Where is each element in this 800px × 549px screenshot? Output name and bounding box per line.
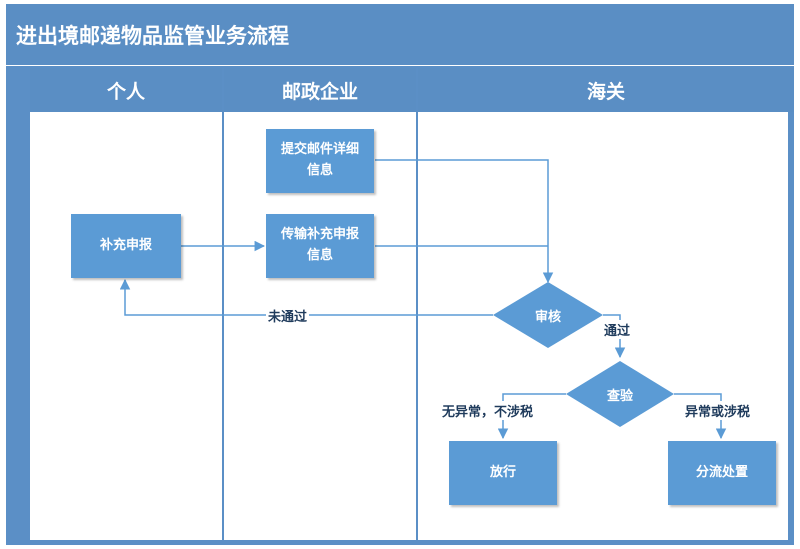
decision-inspect-label: 查验	[606, 388, 633, 404]
edge-label-no-abnormal: 无异常，不涉税	[440, 401, 536, 420]
edge-inspect-abnormal	[674, 393, 727, 440]
lane-header-individual: 个人	[30, 68, 222, 112]
edge-submit-to-review	[375, 159, 554, 284]
node-release: 放行	[449, 441, 557, 505]
node-supplement-declaration: 补充申报	[71, 214, 181, 278]
decision-review-label: 审核	[534, 309, 561, 325]
node-transfer-supplement-info: 传输补充申报 信息	[266, 214, 374, 278]
lane-header-customs: 海关	[418, 68, 794, 112]
decision-review-shape	[493, 282, 603, 348]
lane-header-postal: 邮政企业	[224, 68, 416, 112]
edge-label-not-passed: 未通过	[266, 306, 310, 325]
edge-review-passed	[603, 314, 626, 359]
node-submit-mail-detail: 提交邮件详细 信息	[266, 129, 374, 193]
edge-label-abnormal-or-tax: 异常或涉税	[683, 401, 753, 420]
diagram-title: 进出境邮递物品监管业务流程	[6, 4, 794, 66]
node-divert-handling: 分流处置	[668, 441, 776, 505]
edge-label-passed: 通过	[602, 320, 633, 339]
left-border-strip	[6, 66, 28, 545]
edge-inspect-no-abnormal	[497, 393, 566, 440]
decision-inspect-shape	[566, 361, 674, 427]
lane-individual	[30, 112, 222, 540]
edge-review-not-passed	[119, 278, 493, 316]
